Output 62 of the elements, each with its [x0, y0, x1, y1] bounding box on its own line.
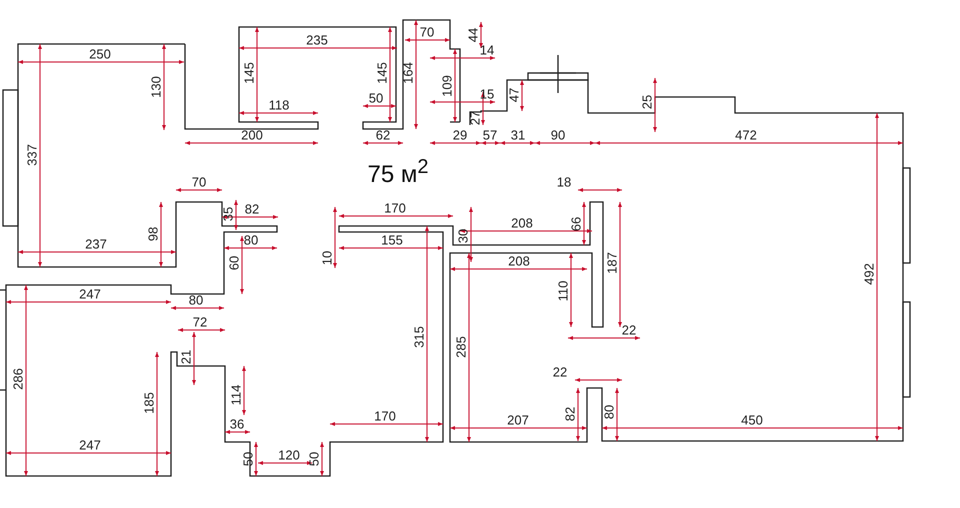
dimension-label: 170	[384, 202, 406, 214]
dimension-label: 337	[26, 144, 38, 166]
dimension-label: 66	[570, 216, 582, 232]
dimension-label: 18	[556, 176, 572, 188]
area-label: 75 м$^{2}$	[368, 157, 428, 187]
dimension-label: 118	[268, 98, 290, 112]
dimension-label: 72	[192, 316, 208, 328]
dimension-label: 207	[507, 414, 529, 426]
dimension-label: 80	[602, 404, 616, 420]
dimension-label: 187	[606, 252, 618, 274]
dimension-label: 155	[381, 234, 403, 246]
dimension-label: 145	[242, 62, 256, 84]
dimension-label: 315	[412, 326, 426, 348]
dimension-label: 47	[508, 88, 520, 102]
dimension-label: 450	[741, 414, 763, 426]
dimension-label: 25	[640, 94, 654, 110]
dimension-label: 70	[420, 26, 434, 38]
dimension-label: 98	[146, 226, 160, 242]
dimension-label: 82	[244, 202, 260, 216]
dimension-label: 109	[440, 75, 454, 97]
dimension-label: 285	[454, 336, 468, 358]
dimension-label: 10	[320, 250, 334, 266]
dimension-label: 235	[306, 34, 328, 46]
dimension-label: 82	[564, 406, 576, 422]
dimension-label: 110	[556, 280, 570, 302]
dimension-label: 208	[511, 216, 533, 230]
dimension-label: 50	[368, 92, 384, 104]
dimension-label: 247	[79, 288, 101, 300]
dimension-label: 200	[241, 128, 263, 142]
dimension-label: 237	[85, 238, 107, 250]
dimension-label: 62	[376, 128, 390, 142]
dimension-label: 492	[862, 263, 876, 285]
dimension-label: 30	[456, 228, 470, 244]
dimension-label: 22	[552, 366, 568, 378]
dimension-label: 80	[244, 234, 258, 246]
dimension-label: 250	[89, 48, 111, 60]
dimension-label: 22	[622, 324, 636, 336]
dimension-label: 80	[188, 294, 204, 306]
dimension-label: 50	[308, 452, 320, 466]
dimension-label: 14	[480, 44, 494, 56]
dimension-label: 130	[150, 76, 162, 98]
dimension-label: 29	[452, 128, 468, 142]
dimension-label: 36	[230, 418, 244, 430]
dimension-label: 21	[180, 350, 192, 364]
dimension-label: 114	[230, 384, 242, 406]
dimension-label: 145	[376, 62, 388, 84]
dimension-label: 90	[550, 128, 566, 142]
dimension-label: 70	[192, 176, 206, 188]
dimension-label: 170	[374, 410, 396, 422]
dimension-label: 31	[510, 128, 526, 142]
dimension-label: 247	[79, 438, 101, 452]
dimension-label: 208	[508, 254, 530, 268]
dimension-label: 472	[735, 128, 757, 142]
dimension-label: 286	[12, 368, 24, 390]
dimension-label: 57	[482, 128, 498, 142]
dimension-label: 120	[278, 448, 300, 462]
dimension-label: 35	[222, 206, 234, 222]
dimension-label: 185	[142, 392, 156, 414]
dimension-label: 60	[228, 256, 240, 270]
dimension-label: 164	[402, 62, 414, 84]
dimension-label: 44	[466, 28, 480, 42]
dimension-label: 15	[480, 88, 494, 100]
